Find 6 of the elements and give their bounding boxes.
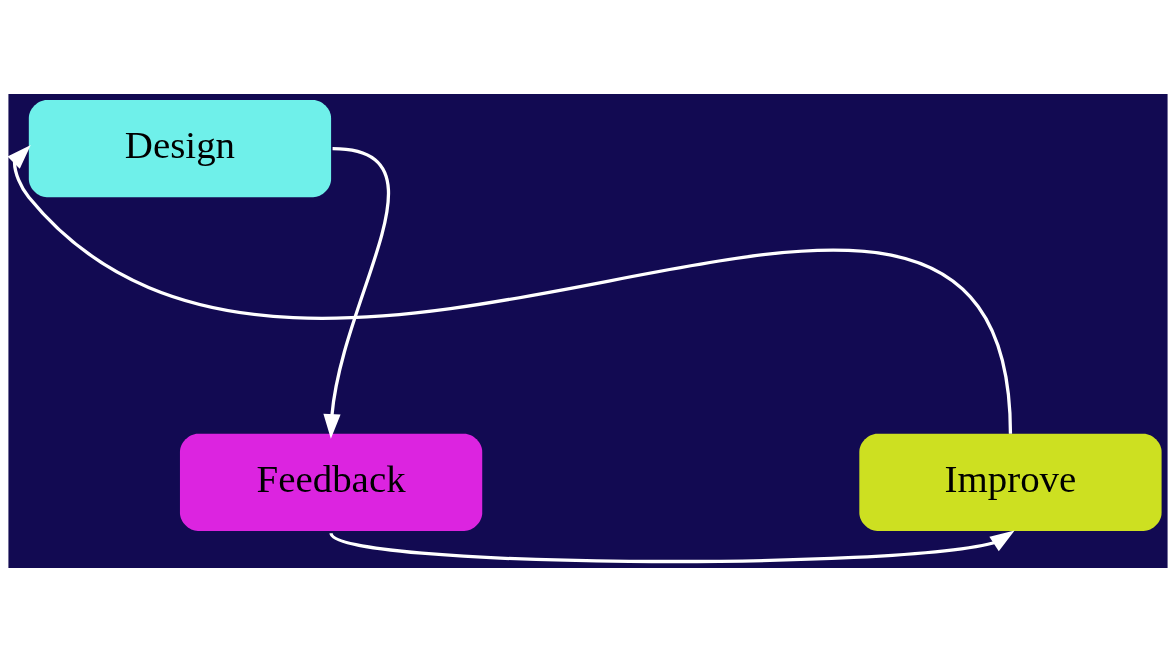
arrow xyxy=(330,530,1015,563)
node-box: Improve xyxy=(859,433,1162,531)
arrow xyxy=(8,145,1013,434)
node-box: Design xyxy=(28,100,332,198)
arrow xyxy=(323,147,391,439)
node-box: Feedback xyxy=(179,433,483,531)
